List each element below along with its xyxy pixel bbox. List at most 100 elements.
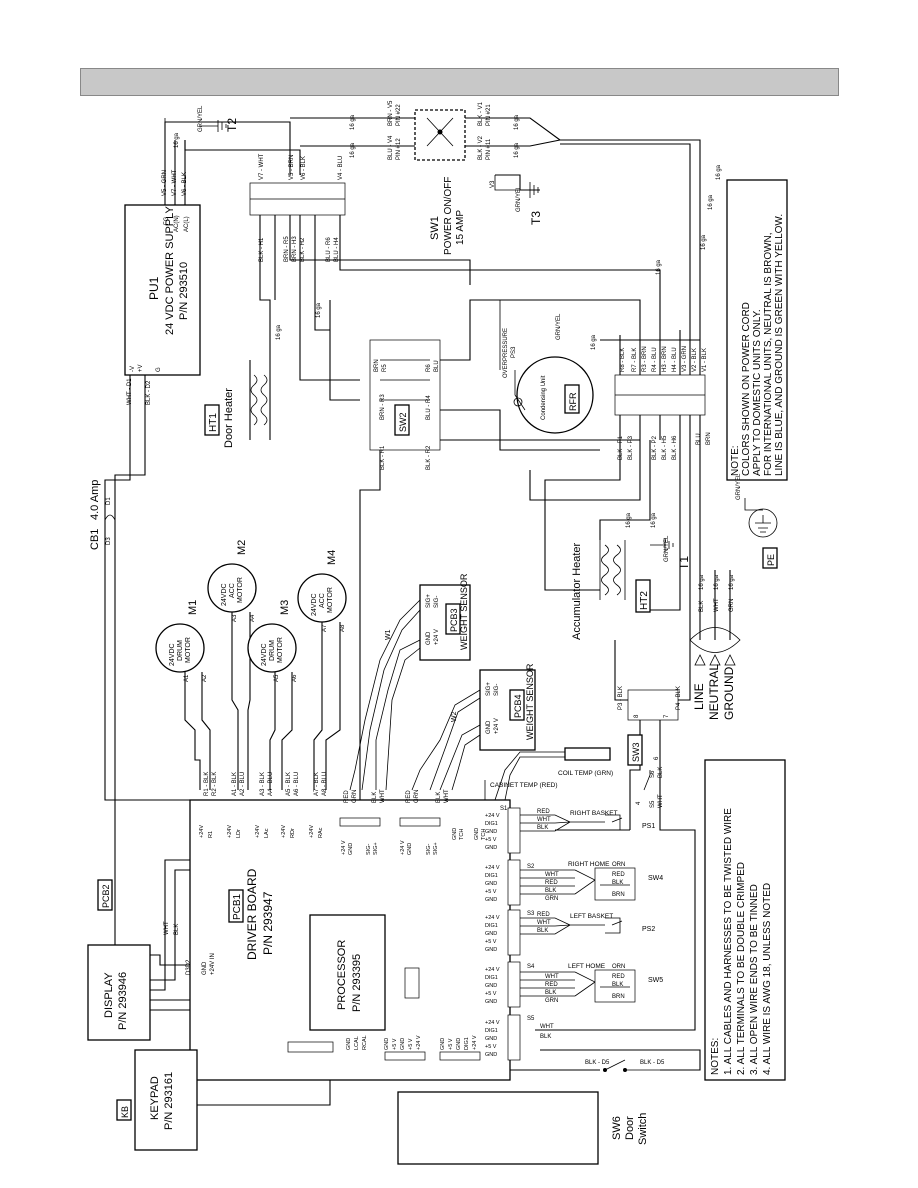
sw5-w-wht: WHT <box>545 974 559 980</box>
pcb1-sp-8: GND <box>452 828 458 840</box>
s3-p2: GND <box>485 931 497 937</box>
pcb1-id: PCB1 <box>232 893 243 920</box>
sw3-id: SW3 <box>631 742 641 762</box>
harness-blk-h2: BLK - H2 <box>300 237 306 262</box>
s2-p2: GND <box>485 881 497 887</box>
s3-p4: GND <box>485 947 497 953</box>
ps1-w-blk: BLK <box>537 825 548 831</box>
pcb3-24v: +24 V <box>434 629 440 645</box>
pcb2-id: PCB2 <box>101 884 111 908</box>
sw5-id: SW5 <box>648 977 663 984</box>
sw1-gauge-4: 16 ga <box>514 142 520 158</box>
m2-id: M2 <box>236 540 248 555</box>
sw3-switch[interactable]: SW3 P3 - BLK P4 - BLK 8 7 S6 BLK S5 WHT … <box>618 686 682 808</box>
sw1-pin-21: PIN #21 <box>486 104 492 126</box>
pcb1-mw-4: A3 - BLK <box>260 772 266 796</box>
pcb1-bp-2: RCAL <box>362 1035 368 1050</box>
harness-gauge-3: 16 ga <box>656 259 662 275</box>
pe-ground-icon <box>748 508 778 538</box>
pcb1-bp-8: GND <box>440 1038 446 1050</box>
pcb1-sp-0: +24 V <box>341 840 347 855</box>
pcb1-bp-6: +5 V <box>408 1038 414 1050</box>
s4-p1: DIG1 <box>485 975 498 981</box>
sw5-left-home: LEFT HOME SW5 ORN WHT RED BLK GRN BLK RE… <box>520 963 663 1004</box>
rfr-gauge: 16 ga <box>591 334 597 350</box>
pcb1-mw-6: A5 - BLK <box>286 772 292 796</box>
s5-p4: GND <box>485 1052 497 1058</box>
pcb3-sig-neg: SIG- <box>434 596 440 608</box>
pcb1-mp-7: RDr <box>290 828 296 838</box>
harness-blk-h1: BLK - H1 <box>259 237 265 262</box>
ht2-id-box <box>635 579 651 613</box>
pcb1-mw-8: A7 - BLK <box>314 772 320 796</box>
sw4-w-blk2: BLK <box>612 880 623 886</box>
power-cord: LINE NEUTRAL GROUND BLK WHT GRN 16 ga 16… <box>689 574 741 720</box>
sw1-pin-blk-v1: BLK - V1 <box>478 101 484 126</box>
connector-s5: S5 +24 V DIG1 GND +5 V GND WHT BLK <box>485 1014 554 1061</box>
sw2-pin-brn: BRN <box>374 359 380 372</box>
pcb1-mp-1: R1 <box>208 831 214 838</box>
cord-wire-wht: WHT <box>714 598 720 612</box>
color-note-line-1: COLORS SHOWN ON POWER CORD <box>741 302 752 476</box>
rfr-id: RFR <box>568 392 578 411</box>
s2-p0: +24 V <box>485 865 500 871</box>
ps2-w-red: RED <box>537 912 550 918</box>
ht2-accumulator-heater: HT2 Accumulator Heater T1 GRN/YEL 16 ga … <box>571 512 691 640</box>
processor-body <box>309 914 386 1031</box>
sw1-pin-12: PIN #12 <box>396 138 402 160</box>
s5-header <box>507 1014 521 1061</box>
pcb1-sp-2: SIG- <box>366 844 372 855</box>
pcb1-sp-10: GND <box>474 828 480 840</box>
pcb1-sp-4: +24 V <box>400 840 406 855</box>
pcb1-mp-5: LAc <box>264 828 270 838</box>
m2-line-1: ACC <box>229 583 236 598</box>
notes-line-3: 3. ALL OPEN WIRE ENDS TO BE TINNED <box>749 884 760 1075</box>
pcb3-sig-pos: SIG+ <box>426 594 432 608</box>
notes-line-1: 1. ALL CABLES AND HARNESSES TO BE TWISTE… <box>723 808 734 1075</box>
cb1-d1: D1 <box>106 497 112 505</box>
sw3-pin-7: 7 <box>664 714 670 718</box>
pu1-wire-v5: V5 - GRN <box>162 170 168 196</box>
kb-name: KEYPAD <box>149 1076 161 1120</box>
pu1-id: PU1 <box>147 276 161 300</box>
s2-p3: +5 V <box>485 889 497 895</box>
color-note: NOTE: COLORS SHOWN ON POWER CORD APPLY T… <box>726 179 788 481</box>
cord-gauge-3: 16 ga <box>729 574 735 590</box>
sw5-w-grn: GRN <box>545 998 558 1004</box>
pcb1-sp-5: GND <box>407 843 413 855</box>
sw1-power-switch[interactable]: SW1 POWER ON/OFF 15 AMP BRN - V5 PIN #22… <box>350 100 520 255</box>
pcb4-weight-sensor: PCB4 WEIGHT SENSOR SIG+ SIG- GND +24 V W… <box>411 663 536 791</box>
pcb1-bp-11: DIG1 <box>464 1037 470 1050</box>
pcb3-id: PCB3 <box>449 608 459 632</box>
rfr-name: Condensing Unit <box>541 375 547 420</box>
s3-p3: +5 V <box>485 939 497 945</box>
harness-gauge-4: 16 ga <box>701 234 707 250</box>
pu1-pn: P/N 293510 <box>178 262 190 320</box>
sw1-line2: 15 AMP <box>455 210 466 245</box>
s3-header <box>507 909 521 956</box>
sw1-pin-blk-v2: BLK - V2 <box>478 135 484 160</box>
sw2-id: SW2 <box>398 412 408 432</box>
m1-pin-a2: A2 <box>202 674 208 682</box>
sw2-relay[interactable]: SW2 BRN R5 BRN - R3 BLK - R1 R6 BLU BLU … <box>369 339 441 470</box>
relay-v1-blk: V1 - BLK <box>702 348 708 372</box>
sw1-pin-brn-v5: BRN - V5 <box>388 100 394 126</box>
sw4-w-grn: GRN <box>545 896 558 902</box>
t2-grnyel: GRN/YEL <box>198 105 204 132</box>
pcb1-bp-1: LCAL <box>354 1036 360 1050</box>
sw1-pin-22: PIN #22 <box>396 104 402 126</box>
pcb-wire-blk-p1: BLK - P1 <box>618 435 624 460</box>
s2-id: S2 <box>527 864 535 870</box>
s5-p3: +5 V <box>485 1044 497 1050</box>
sw1-gauge-3: 16 ga <box>514 114 520 130</box>
sw4-w-orn: ORN <box>612 862 625 868</box>
pu1-power-supply: PU1 24 VDC POWER SUPPLY P/N 293510 -V +V… <box>124 169 201 405</box>
sw6-wire-1: BLK - D5 <box>585 1060 610 1066</box>
sw5-w-red2: RED <box>612 974 625 980</box>
s2-header <box>507 859 521 906</box>
pcb1-cal-header <box>384 1051 426 1061</box>
t2-label: T2 <box>225 118 239 132</box>
sw1-contact-icon <box>437 129 443 135</box>
ps1-w-wht: WHT <box>537 817 551 823</box>
sw6-door-switch[interactable]: BLK - D5 BLK - D5 SW6 Door Switch <box>585 1059 665 1145</box>
